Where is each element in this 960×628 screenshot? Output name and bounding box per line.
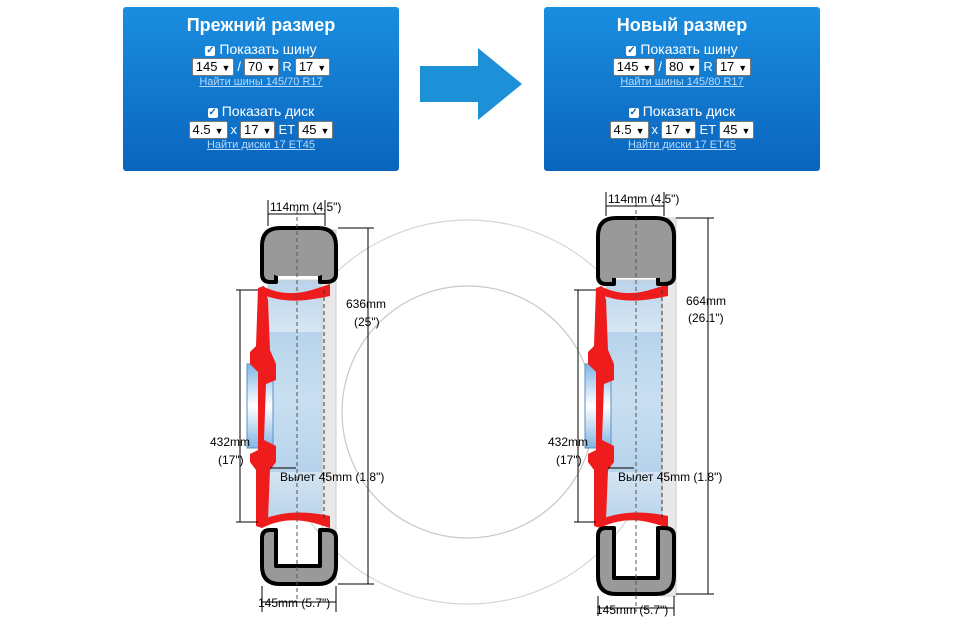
show-disk-label: Показать диск bbox=[221, 103, 315, 120]
new-tire-diameter-mm: 664mm bbox=[686, 294, 726, 308]
old-wheel bbox=[236, 200, 374, 612]
chevron-down-icon: ▼ bbox=[266, 63, 276, 74]
new-rim-width-label: 114mm (4.5") bbox=[608, 192, 679, 206]
chevron-down-icon: ▼ bbox=[317, 63, 327, 74]
show-disk-label: Показать диск bbox=[642, 103, 736, 120]
disk-width-select[interactable]: 4.5▼ bbox=[188, 120, 228, 139]
disk-diameter-select[interactable]: 17▼ bbox=[240, 120, 276, 139]
old-tire-diameter-mm: 636mm bbox=[346, 297, 386, 311]
new-rim-diameter-mm: 432mm bbox=[548, 435, 588, 449]
find-tires-link[interactable]: Найти шины 145/80 R17 bbox=[620, 76, 744, 89]
old-tire-width-label: 145mm (5.7") bbox=[258, 596, 330, 610]
background-circles bbox=[120, 175, 661, 605]
chevron-down-icon: ▼ bbox=[221, 63, 231, 74]
et-select[interactable]: 45▼ bbox=[719, 120, 755, 139]
chevron-down-icon: ▼ bbox=[687, 63, 697, 74]
show-tire-label: Показать шину bbox=[640, 41, 738, 57]
new-tire-diameter-in: (26.1") bbox=[688, 311, 724, 325]
new-size-title: Новый размер bbox=[616, 15, 748, 35]
checkmark-icon: ✓ bbox=[206, 45, 215, 56]
rim-diameter-select[interactable]: 17▼ bbox=[715, 58, 752, 77]
chevron-down-icon: ▼ bbox=[738, 63, 748, 74]
find-tires-link[interactable]: Найти шины 145/70 R17 bbox=[199, 76, 323, 89]
chevron-down-icon: ▼ bbox=[642, 63, 652, 74]
tire-width-select[interactable]: 145▼ bbox=[191, 58, 235, 77]
chevron-down-icon: ▼ bbox=[320, 125, 330, 136]
find-disks-link[interactable]: Найти диски 17 ET45 bbox=[206, 138, 316, 151]
show-disk-checkbox[interactable]: ✓ bbox=[628, 107, 639, 119]
new-rim-diameter-in: (17") bbox=[556, 453, 582, 467]
old-rim-diameter-mm: 432mm bbox=[210, 435, 250, 449]
checkmark-icon: ✓ bbox=[208, 107, 217, 119]
chevron-down-icon: ▼ bbox=[262, 125, 272, 136]
chevron-down-icon: ▼ bbox=[741, 125, 751, 136]
show-tire-checkbox[interactable]: ✓ bbox=[626, 45, 637, 56]
tire-profile-select[interactable]: 70▼ bbox=[244, 58, 280, 77]
show-disk-checkbox[interactable]: ✓ bbox=[207, 107, 218, 119]
old-size-title: Прежний размер bbox=[186, 15, 336, 35]
checkmark-icon: ✓ bbox=[629, 107, 638, 119]
old-rim-width-label: 114mm (4.5") bbox=[270, 200, 341, 214]
show-tire-label: Показать шину bbox=[219, 41, 317, 57]
old-rim-diameter-in: (17") bbox=[218, 453, 244, 467]
et-select[interactable]: 45▼ bbox=[298, 120, 334, 139]
rim-diameter-select[interactable]: 17▼ bbox=[294, 58, 331, 77]
disk-width-select[interactable]: 4.5▼ bbox=[609, 120, 649, 139]
new-wheel bbox=[574, 192, 714, 616]
disk-diameter-select[interactable]: 17▼ bbox=[661, 120, 697, 139]
tire-profile-select[interactable]: 80▼ bbox=[665, 58, 701, 77]
arrow-right-icon bbox=[420, 48, 522, 120]
chevron-down-icon: ▼ bbox=[214, 125, 224, 136]
find-disks-link[interactable]: Найти диски 17 ET45 bbox=[627, 138, 737, 151]
new-offset-label: Вылет 45mm (1.8") bbox=[618, 470, 722, 484]
old-offset-label: Вылет 45mm (1.8") bbox=[280, 470, 384, 484]
chevron-down-icon: ▼ bbox=[635, 125, 645, 136]
old-tire-diameter-in: (25") bbox=[354, 315, 380, 329]
checkmark-icon: ✓ bbox=[627, 45, 636, 56]
show-tire-checkbox[interactable]: ✓ bbox=[205, 45, 216, 56]
tire-width-select[interactable]: 145▼ bbox=[612, 58, 656, 77]
new-tire-width-label: 145mm (5.7") bbox=[596, 603, 668, 617]
chevron-down-icon: ▼ bbox=[683, 125, 693, 136]
